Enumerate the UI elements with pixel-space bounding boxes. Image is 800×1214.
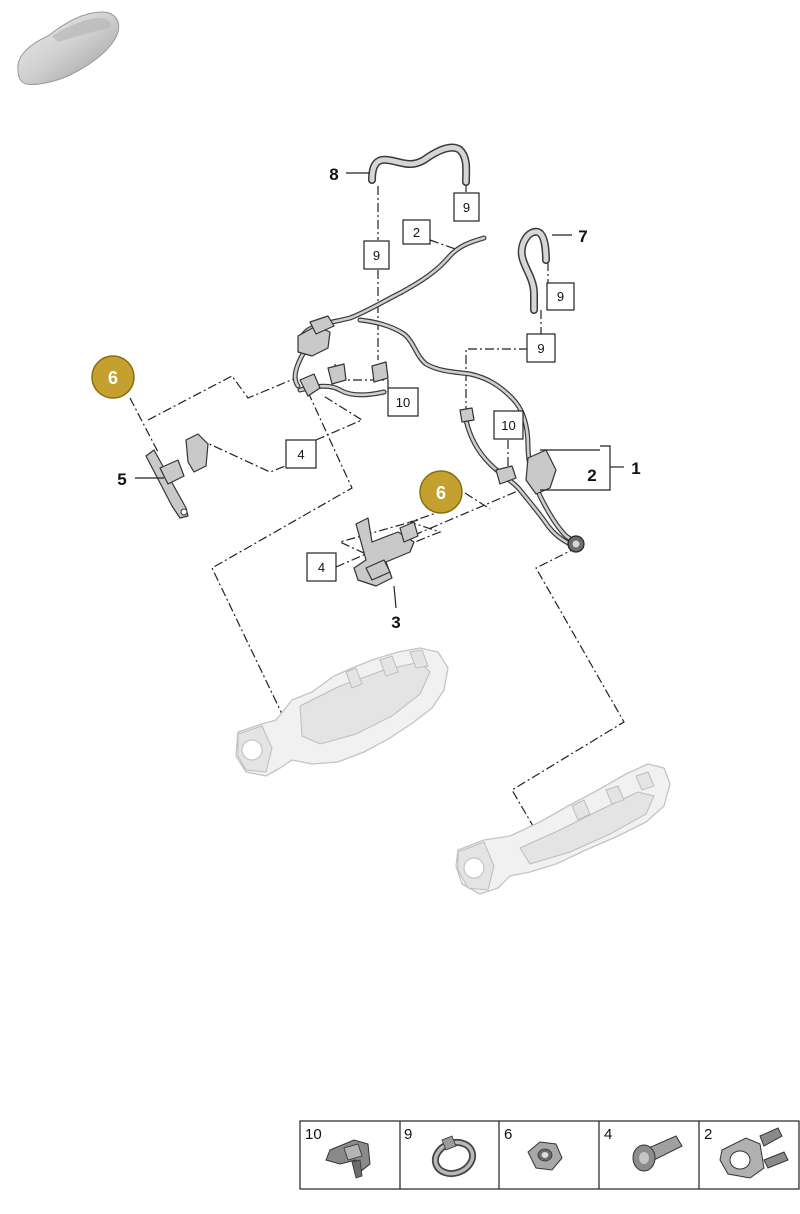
hose-clamp-icon [431, 1135, 477, 1178]
dash-line [511, 546, 625, 839]
legend-item-6[interactable]: 6 [504, 1126, 563, 1171]
callout-2[interactable]: 2 [587, 466, 596, 485]
callout-box-9-a[interactable]: 9 [453, 192, 480, 222]
svg-text:6: 6 [504, 1126, 512, 1143]
dash-line [465, 348, 528, 410]
leader-lines [135, 172, 624, 609]
svg-text:2: 2 [413, 225, 420, 240]
callout-3[interactable]: 3 [391, 613, 400, 632]
legend-item-2[interactable]: 2 [704, 1126, 789, 1179]
parts-legend: 10 9 6 4 [299, 1120, 800, 1190]
pipe-clip-icon [719, 1127, 789, 1179]
svg-text:10: 10 [305, 1126, 322, 1143]
svg-text:9: 9 [557, 289, 564, 304]
svg-text:4: 4 [604, 1126, 612, 1143]
callout-5[interactable]: 5 [117, 470, 126, 489]
intake-manifold-left [235, 647, 449, 777]
dash-line [397, 489, 521, 543]
dash-line [204, 441, 317, 473]
dash-line [147, 375, 297, 421]
callout-badge-6-right[interactable]: 6 [419, 470, 463, 514]
intake-manifold-right [455, 763, 671, 895]
callout-box-4-left[interactable]: 4 [285, 439, 317, 469]
callout-box-9-d[interactable]: 9 [526, 333, 556, 363]
leader-line [600, 445, 611, 491]
callout-box-2[interactable]: 2 [402, 219, 431, 245]
clip-icon [325, 1139, 371, 1179]
svg-text:9: 9 [463, 200, 470, 215]
svg-text:4: 4 [297, 447, 304, 462]
svg-text:10: 10 [501, 418, 515, 433]
hose-7 [517, 227, 550, 314]
svg-text:9: 9 [373, 248, 380, 263]
callout-8[interactable]: 8 [329, 165, 338, 184]
callout-7[interactable]: 7 [578, 227, 587, 246]
svg-text:6: 6 [436, 483, 446, 503]
dash-line [335, 519, 419, 568]
assembly-lines [129, 185, 625, 839]
callout-1[interactable]: 1 [631, 459, 640, 478]
legend-item-10[interactable]: 10 [305, 1126, 371, 1179]
svg-text:9: 9 [537, 341, 544, 356]
svg-text:4: 4 [318, 560, 325, 575]
legend-item-9[interactable]: 9 [404, 1126, 477, 1179]
leader-line [393, 585, 397, 609]
callout-badge-6-left[interactable]: 6 [91, 355, 135, 399]
bolt-icon [632, 1135, 683, 1172]
hose-8 [368, 143, 471, 186]
legend-item-4[interactable]: 4 [604, 1126, 683, 1172]
callout-box-9-b[interactable]: 9 [363, 240, 390, 270]
callout-box-9-c[interactable]: 9 [546, 282, 575, 311]
callout-box-10-b[interactable]: 10 [493, 410, 524, 440]
dash-line [429, 239, 459, 251]
coolant-pipe-1 [292, 235, 585, 553]
callout-box-10-a[interactable]: 10 [387, 387, 419, 417]
svg-text:9: 9 [404, 1126, 412, 1143]
svg-text:6: 6 [108, 368, 118, 388]
leader-line [540, 449, 600, 491]
callout-box-4-right[interactable]: 4 [306, 552, 337, 582]
hex-nut-icon [527, 1141, 563, 1171]
svg-text:10: 10 [396, 395, 410, 410]
svg-text:2: 2 [704, 1126, 712, 1143]
car-thumbnail-icon [17, 11, 120, 85]
dash-line [315, 394, 364, 441]
dash-line [129, 397, 159, 453]
bracket-5 [145, 433, 209, 519]
dash-line [211, 391, 353, 715]
bracket-3 [353, 517, 419, 587]
dash-line [464, 492, 491, 510]
